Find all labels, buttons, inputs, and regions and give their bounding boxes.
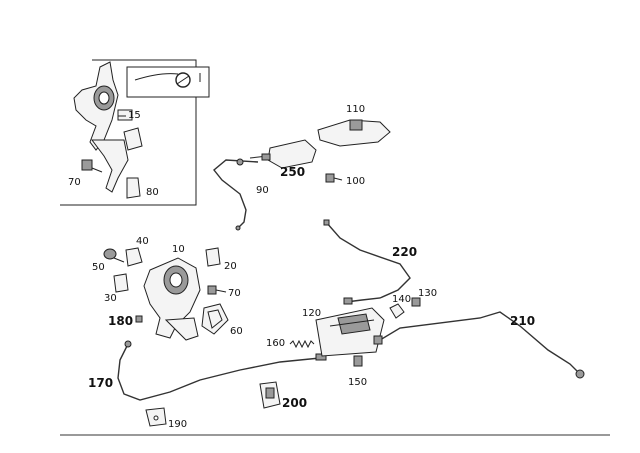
pedal-assembly-inset [73, 61, 143, 193]
callout-20: 20 [224, 261, 237, 272]
spring-part-160 [289, 339, 315, 349]
callout-40: 40 [136, 236, 149, 247]
callout-110: 110 [346, 104, 365, 115]
callout-15: 15 [128, 110, 141, 121]
pedal-bracket-10 [143, 257, 201, 341]
callout-10: 10 [172, 244, 185, 255]
part-40 [125, 247, 143, 267]
part-60 [201, 303, 229, 335]
cable-part-220 [323, 219, 411, 305]
callout-120: 120 [302, 308, 321, 319]
callout-70-top: 70 [68, 177, 81, 188]
callout-130: 130 [418, 288, 437, 299]
bracket-part-20 [205, 247, 221, 267]
cable-part-170 [117, 340, 327, 401]
cable-part-210 [373, 311, 585, 379]
callout-60: 60 [230, 326, 243, 337]
part-130 [411, 297, 421, 307]
handle-part-110 [317, 119, 391, 147]
screw-part-100 [325, 173, 343, 183]
inset-detail-box [126, 66, 210, 98]
callout-210: 210 [510, 314, 535, 328]
inset-box: 15 70 80 [60, 59, 210, 206]
clip-part-80 [126, 177, 141, 199]
part-200 [259, 381, 281, 409]
part-150 [353, 355, 363, 367]
callout-100: 100 [346, 176, 365, 187]
part-50 [103, 248, 125, 263]
callout-180: 180 [108, 314, 133, 328]
callout-150: 150 [348, 377, 367, 388]
callout-30: 30 [104, 293, 117, 304]
part-140 [389, 303, 405, 319]
part-180 [135, 315, 143, 323]
callout-170: 170 [88, 376, 113, 390]
callout-50: 50 [92, 262, 105, 273]
bolt-part-70 [207, 285, 227, 295]
bolt-part-70-top [81, 159, 103, 173]
control-unit-250 [249, 139, 317, 169]
latch-plate-120 [315, 307, 385, 357]
callout-160: 160 [266, 338, 285, 349]
callout-190: 190 [168, 419, 187, 430]
part-190 [145, 407, 167, 427]
part-30 [113, 273, 129, 293]
callout-80: 80 [146, 187, 159, 198]
callout-220: 220 [392, 245, 417, 259]
callout-250: 250 [280, 165, 305, 179]
callout-70: 70 [228, 288, 241, 299]
callout-200: 200 [282, 396, 307, 410]
callout-140: 140 [392, 294, 411, 305]
callout-90: 90 [256, 185, 269, 196]
cable-part-90 [213, 158, 259, 231]
